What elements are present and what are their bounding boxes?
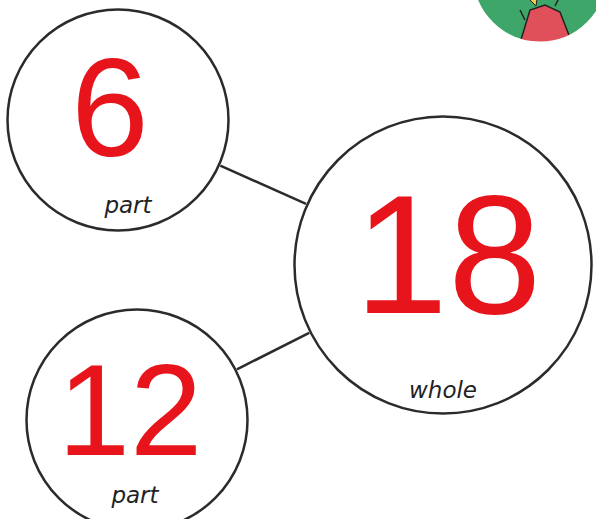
character-picture: [472, 0, 596, 43]
number: 18: [355, 171, 542, 339]
number: 6: [71, 38, 149, 178]
connector-line: [220, 166, 306, 204]
circle-label: whole: [409, 379, 477, 402]
circle-border: [27, 310, 248, 519]
whole-circle: 18 whole: [293, 115, 593, 415]
part-circle: 6 part: [6, 8, 230, 232]
part-circle: 12 part: [25, 308, 249, 519]
connector-line: [237, 333, 309, 370]
number: 12: [58, 345, 203, 475]
circle-border: [8, 10, 229, 231]
circle-border: [295, 117, 592, 414]
circle-label: part: [111, 484, 158, 507]
circle-label: part: [104, 194, 151, 217]
